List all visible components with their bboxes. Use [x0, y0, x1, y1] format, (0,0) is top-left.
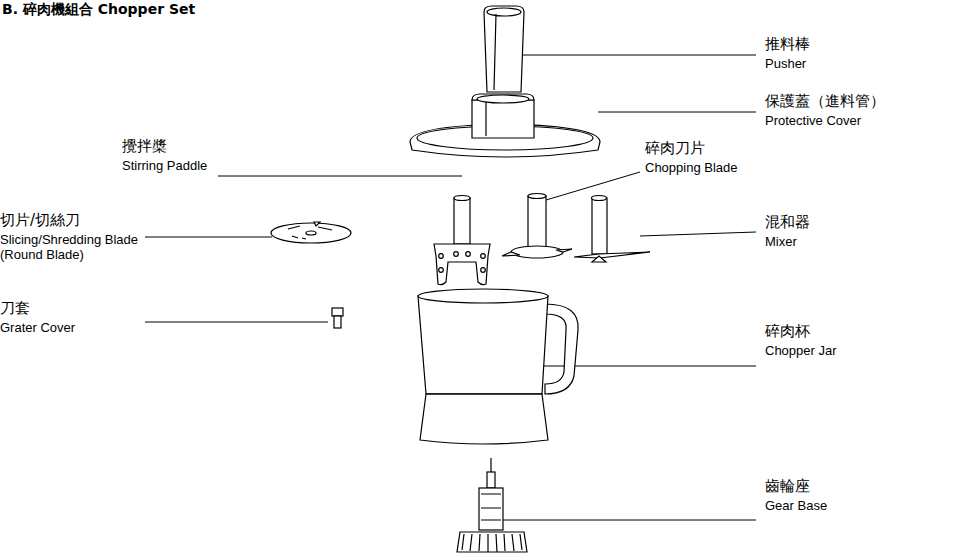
part-name-zh: 刀套: [0, 300, 140, 317]
part-name-zh: 保護蓋（進料管）: [765, 93, 965, 110]
part-name-zh: 攪拌槳: [122, 138, 242, 155]
part-name-en: Grater Cover: [0, 321, 140, 336]
pusher-part: [484, 6, 524, 92]
part-name-en: Protective Cover: [765, 114, 955, 129]
grater-cover-part: [332, 308, 343, 328]
part-name-zh: 碎肉刀片: [645, 140, 795, 157]
chopper-jar-part: [418, 289, 578, 444]
part-name-zh: 齒輪座: [765, 478, 915, 495]
part-name-en: Slicing/Shredding Blade (Round Blade): [0, 233, 150, 263]
stirring-paddle-part: [434, 196, 490, 285]
leader-lines: [145, 55, 756, 520]
part-name-en: Chopping Blade: [645, 161, 795, 176]
gear-base-part: [457, 458, 527, 552]
mixer-part: [574, 196, 650, 263]
part-name-en: Mixer: [765, 235, 915, 250]
part-name-en: Chopper Jar: [765, 344, 915, 359]
protective-cover-part: [410, 94, 600, 157]
part-name-zh: 推料棒: [765, 36, 955, 53]
slicing-disc-part: [271, 222, 351, 243]
part-name-zh: 碎肉杯: [765, 323, 915, 340]
diagram-title: B. 碎肉機組合 Chopper Set: [2, 1, 195, 19]
part-name-zh: 切片/切絲刀: [0, 212, 150, 229]
part-name-en: Stirring Paddle: [122, 159, 242, 174]
part-name-en: Gear Base: [765, 499, 915, 514]
part-name-en: Pusher: [765, 57, 955, 72]
chopping-blade-part: [502, 194, 572, 259]
part-name-zh: 混和器: [765, 214, 915, 231]
